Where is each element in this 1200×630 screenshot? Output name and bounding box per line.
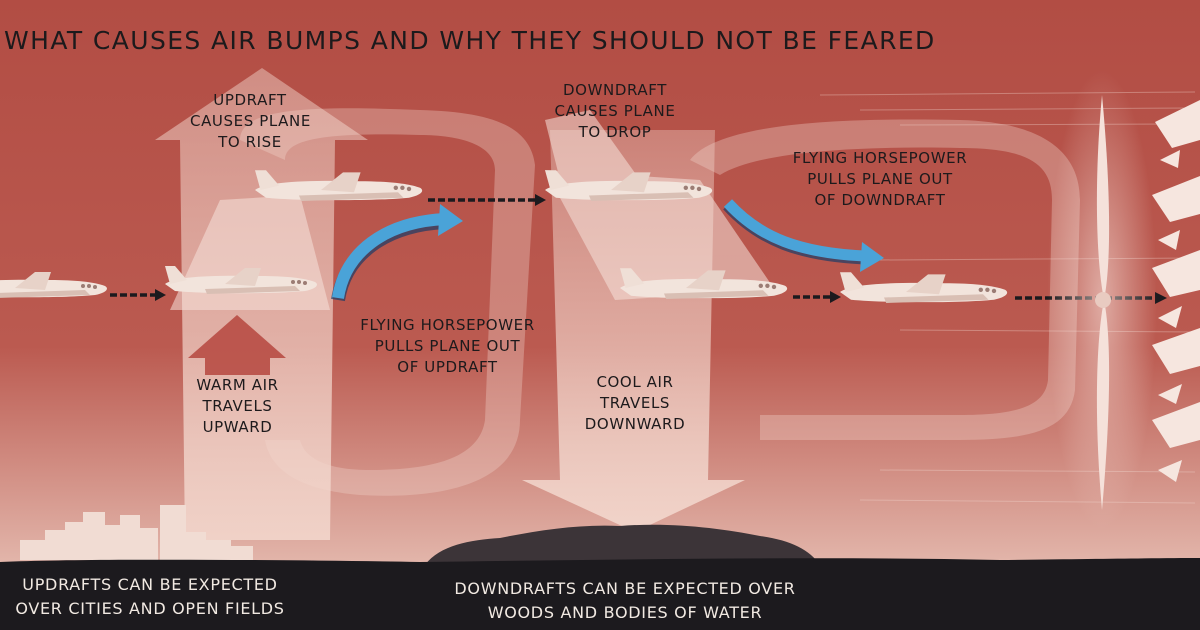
pegasus-icon — [1152, 328, 1200, 404]
pegasus-column — [1152, 100, 1200, 482]
pegasus-icon — [1155, 100, 1200, 168]
warm-air-arrow — [188, 315, 286, 375]
power-arrow-updraft — [331, 204, 463, 302]
propeller-icon — [1047, 70, 1157, 530]
diagram-title: WHAT CAUSES AIR BUMPS AND WHY THEY SHOUL… — [4, 26, 936, 55]
pegasus-icon — [1152, 176, 1200, 250]
pegasus-icon — [1152, 402, 1200, 482]
flight-path-arrowheads — [155, 194, 1167, 304]
ground — [0, 558, 1200, 630]
power-arrow-downdraft — [723, 199, 884, 272]
city-skyline-icon — [20, 505, 253, 560]
pegasus-icon — [1152, 250, 1200, 328]
treeline-icon — [425, 524, 820, 565]
